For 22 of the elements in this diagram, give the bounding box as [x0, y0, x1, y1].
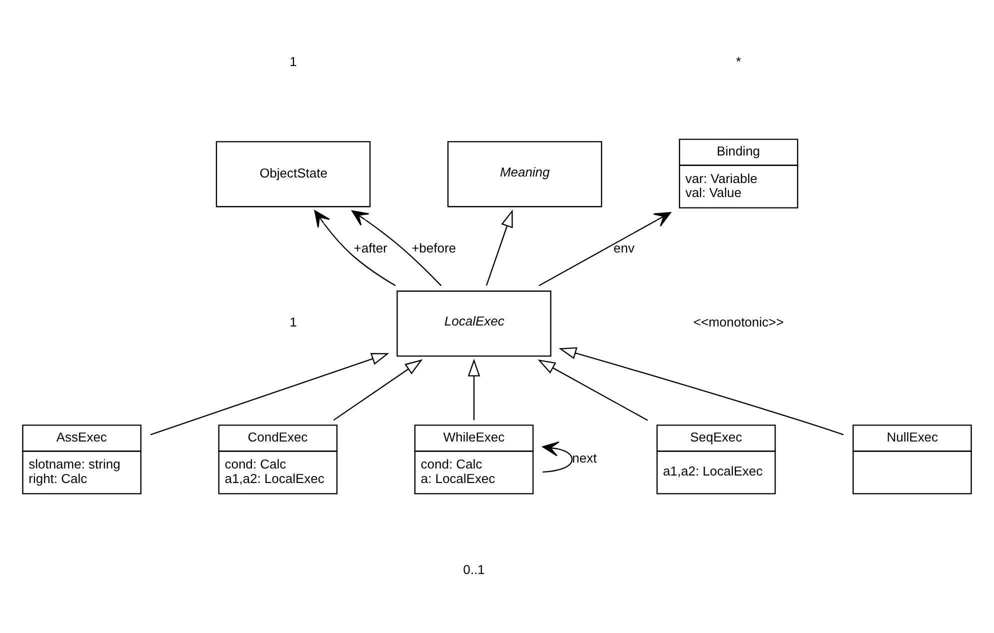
arrow [468, 358, 480, 420]
arrow [333, 359, 423, 421]
edge-label: env [614, 240, 634, 256]
arrow [352, 210, 442, 286]
edge-label: +after [354, 240, 388, 256]
arrow [538, 212, 672, 286]
arrow [314, 210, 396, 286]
label: 1 [290, 314, 297, 330]
node-box: Meaning [447, 141, 602, 208]
label: 0..1 [463, 562, 485, 577]
label: <<monotonic>> [693, 314, 784, 330]
label: * [736, 54, 742, 69]
arrow [538, 359, 648, 421]
node-box: ObjectState [216, 141, 371, 208]
label: 1 [290, 54, 297, 69]
edge-label: next [572, 450, 597, 466]
arrow [558, 347, 844, 436]
arrow [486, 210, 513, 286]
arrow [542, 441, 573, 473]
node-box: LocalExec [396, 290, 552, 357]
edge-label: +before [412, 240, 456, 256]
arrow [150, 353, 390, 436]
